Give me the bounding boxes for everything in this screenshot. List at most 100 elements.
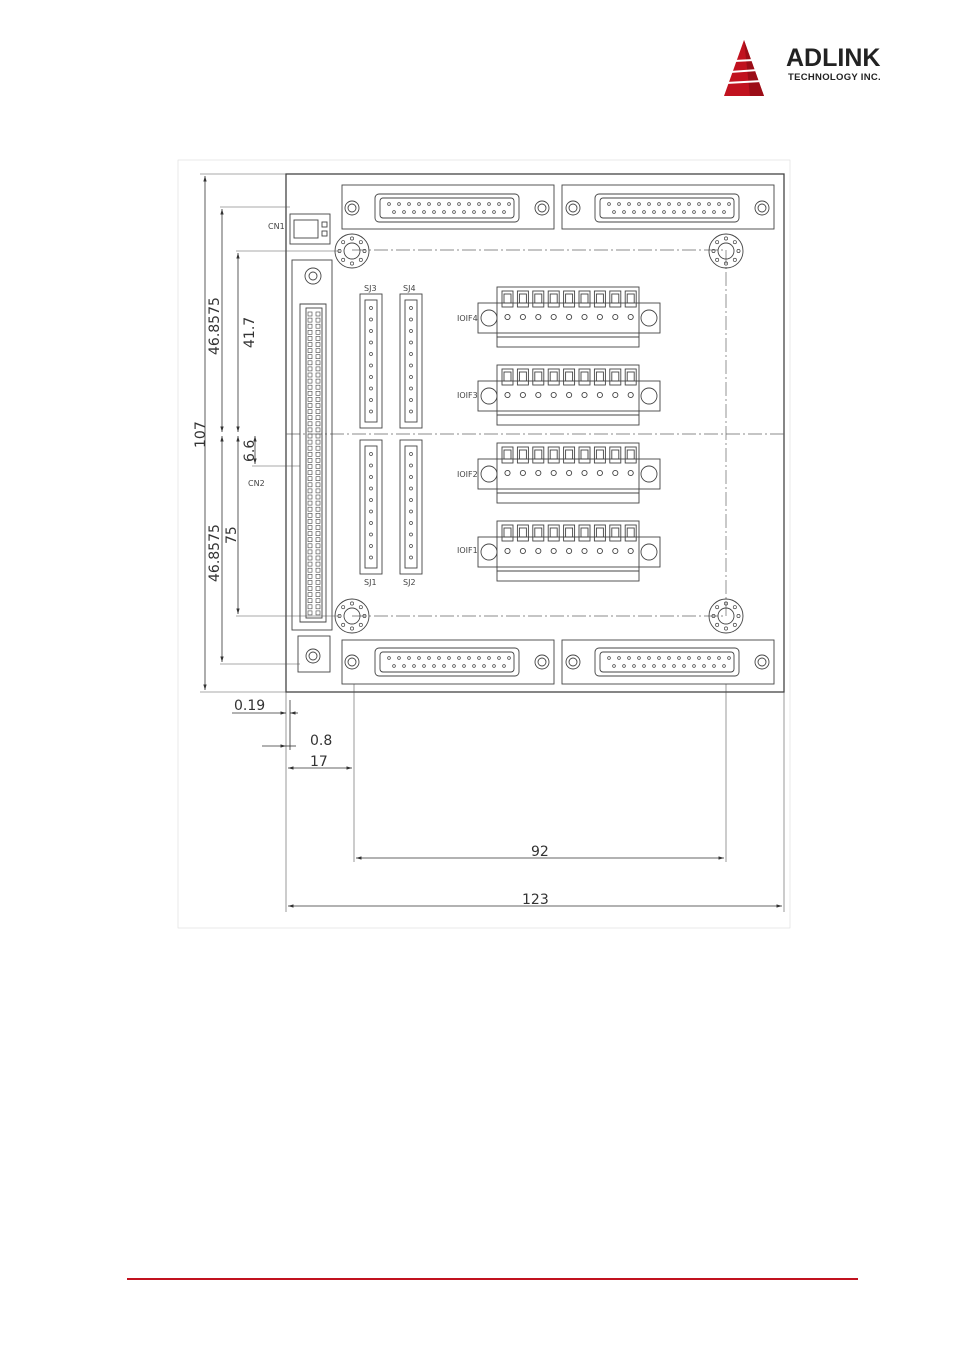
sj-pin — [410, 376, 413, 379]
cn2-pin — [316, 599, 320, 603]
cn2-pin — [308, 538, 312, 542]
cn2-pin — [308, 446, 312, 450]
ioif-terminal — [536, 392, 541, 397]
hole-ring-dot — [716, 241, 719, 244]
label-sj4: SJ4 — [403, 284, 416, 293]
dim-75: 75 — [224, 526, 240, 544]
sj4-header — [400, 294, 422, 428]
label-ioif2: IOIF2 — [457, 470, 478, 479]
dsub-pin — [498, 657, 501, 660]
ioif-terminal — [551, 314, 556, 319]
dsub-pin — [623, 665, 626, 668]
dsub-pin — [428, 203, 431, 206]
footer-rule — [127, 1278, 858, 1280]
hole-ring-dot — [342, 606, 345, 609]
dsub-pin — [478, 203, 481, 206]
label-ioif3: IOIF3 — [457, 391, 478, 400]
dim-0-8: 0.8 — [310, 733, 332, 749]
cn2-pin — [308, 336, 312, 340]
ioif-terminal — [613, 392, 618, 397]
ioif-terminal — [551, 392, 556, 397]
dsub-pin — [498, 203, 501, 206]
label-ioif1: IOIF1 — [457, 546, 478, 555]
cn2-pin — [308, 532, 312, 536]
sj-pin — [410, 487, 413, 490]
dsub-pin — [623, 211, 626, 214]
sj-pin — [370, 364, 373, 367]
sj-pin — [370, 453, 373, 456]
mounting-hole-top-left — [335, 234, 369, 268]
sj-pin — [370, 410, 373, 413]
dsub-pin — [728, 203, 731, 206]
dsub-pin — [503, 211, 506, 214]
dsub-pin — [493, 211, 496, 214]
ioif-terminal-block — [478, 365, 660, 425]
cn2-pin — [308, 379, 312, 383]
label-sj3: SJ3 — [364, 284, 377, 293]
cn2-pin — [316, 483, 320, 487]
dsub-pin — [668, 657, 671, 660]
dsub-pin — [683, 665, 686, 668]
dsub-pin — [638, 203, 641, 206]
cn2-pin — [308, 385, 312, 389]
cn2-pin — [316, 434, 320, 438]
ioif-terminal — [628, 314, 633, 319]
sj-pin — [370, 510, 373, 513]
ioif-terminal — [567, 548, 572, 553]
cn2-pin — [308, 397, 312, 401]
dsub-pin — [443, 211, 446, 214]
cn2-pin — [316, 471, 320, 475]
ioif-screw — [481, 310, 497, 326]
cn2-pin — [316, 330, 320, 334]
cn2-pin — [316, 556, 320, 560]
cn2-pin — [316, 580, 320, 584]
dsub-pin — [403, 665, 406, 668]
dsub-pin — [468, 203, 471, 206]
sj-pin — [410, 353, 413, 356]
dim-0-19: 0.19 — [234, 698, 265, 714]
cn2-pin — [316, 385, 320, 389]
sj-pin — [370, 464, 373, 467]
dsub-pin — [483, 211, 486, 214]
dsub-pin — [618, 203, 621, 206]
dsub-pin — [648, 203, 651, 206]
ioif-terminal — [505, 548, 510, 553]
ioif-terminal — [597, 314, 602, 319]
cn2-pin — [308, 513, 312, 517]
ioif-screw — [641, 466, 657, 482]
sj-pin — [410, 410, 413, 413]
dsub-connector-top-right — [562, 185, 774, 229]
ioif-terminal-block — [478, 521, 660, 581]
cn2-pin — [308, 501, 312, 505]
cn2-pin — [316, 587, 320, 591]
ioif-terminal — [551, 548, 556, 553]
dsub-pin — [673, 211, 676, 214]
ioif-terminal — [520, 548, 525, 553]
cn2-pin — [308, 318, 312, 322]
sj-pin — [370, 545, 373, 548]
hole-ring-dot — [724, 627, 727, 630]
sj-pin — [410, 318, 413, 321]
hole-ring-dot — [359, 258, 362, 261]
dsub-pin — [653, 211, 656, 214]
dsub-pin — [683, 211, 686, 214]
cn2-pin — [316, 373, 320, 377]
dsub-pin — [438, 657, 441, 660]
cn2-pin — [316, 379, 320, 383]
sj-pin — [410, 510, 413, 513]
cn2-pin — [316, 397, 320, 401]
cn2-pin — [308, 556, 312, 560]
cn2-pin — [316, 611, 320, 615]
dsub-pin — [668, 203, 671, 206]
sj-pin — [410, 522, 413, 525]
cn2-pin — [308, 526, 312, 530]
hole-ring-dot — [733, 258, 736, 261]
sj-pin — [410, 399, 413, 402]
hole-ring-dot — [359, 241, 362, 244]
sj-pin — [410, 341, 413, 344]
dsub-pin — [728, 657, 731, 660]
dsub-pin — [423, 211, 426, 214]
ioif-terminal — [505, 314, 510, 319]
cn2-pin — [308, 489, 312, 493]
cn2-pin — [308, 391, 312, 395]
